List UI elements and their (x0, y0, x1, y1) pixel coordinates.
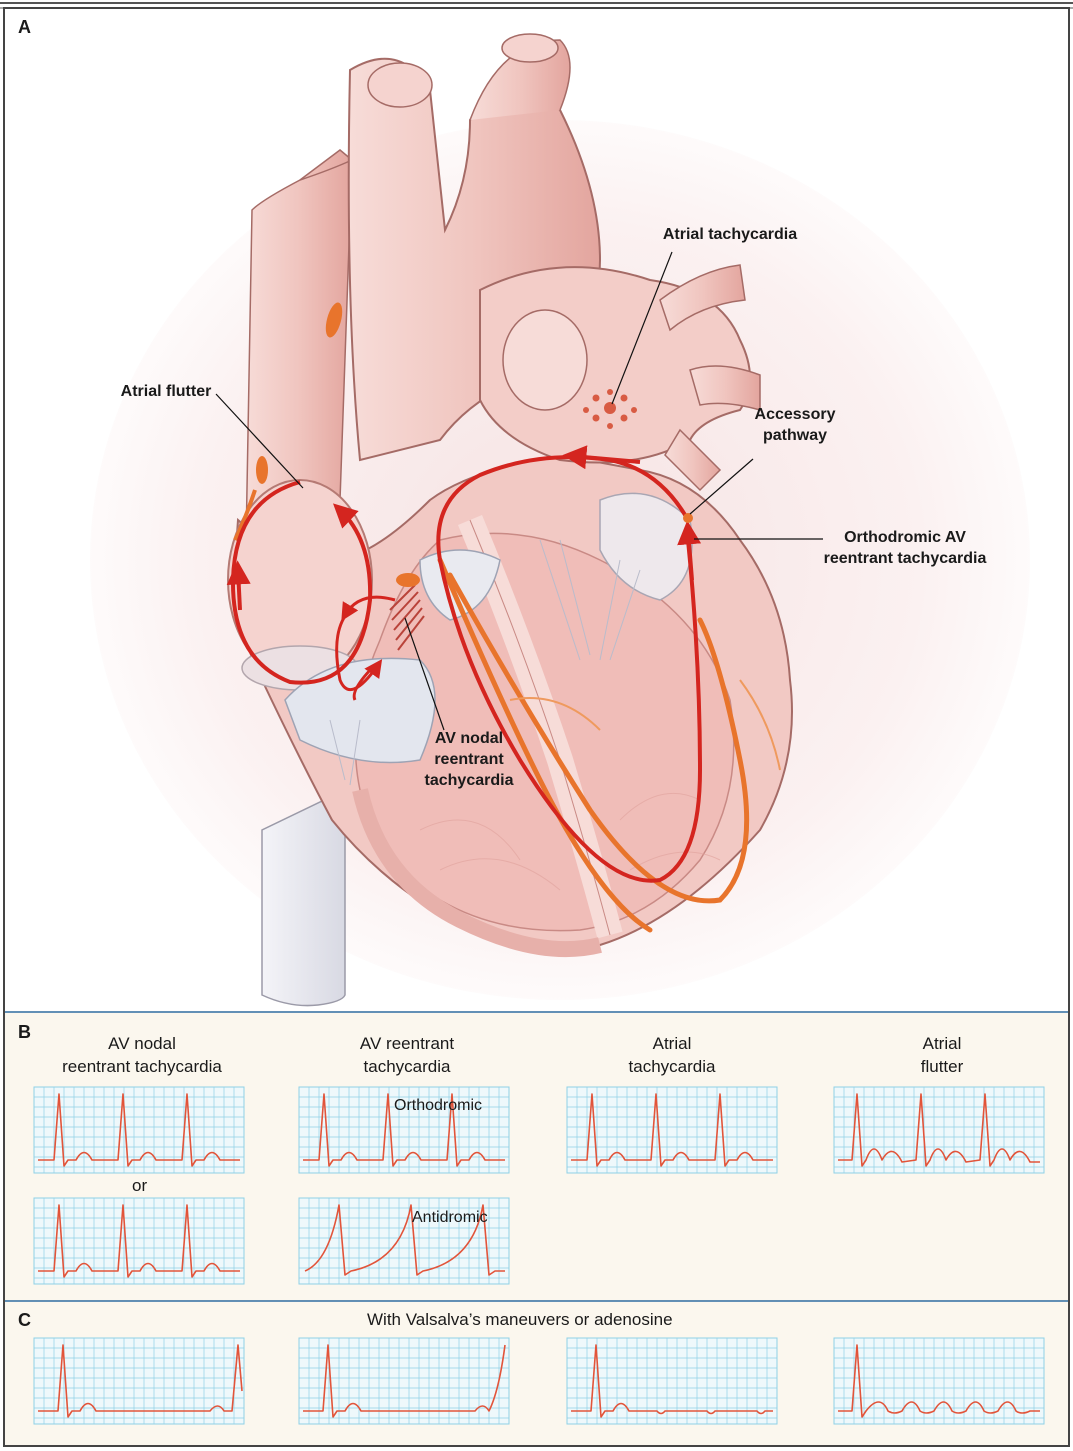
label-antidromic: Antidromic (412, 1209, 488, 1227)
panel-c-letter: C (18, 1310, 31, 1331)
col-title-avrt: AV reentrant tachycardia (287, 1032, 527, 1078)
col-title-af-line2: flutter (822, 1055, 1062, 1078)
label-accessory-line1: Accessory (740, 404, 850, 425)
label-accessory-pathway: Accessory pathway (740, 404, 850, 446)
col-title-af-line1: Atrial (822, 1032, 1062, 1055)
ecg-avnrt-2 (34, 1198, 244, 1284)
label-orthodromic-line1: Orthodromic AV (800, 527, 1010, 548)
heart-illustration (90, 34, 1030, 1006)
label-avnrt-line2: reentrant (404, 749, 534, 770)
col-title-avnrt-line2: reentrant tachycardia (22, 1055, 262, 1078)
col-title-avnrt-line1: AV nodal (22, 1032, 262, 1055)
ecg-valsalva-avnrt (34, 1338, 244, 1424)
panel-a-letter: A (18, 17, 31, 38)
ecg-valsalva-avrt (299, 1338, 509, 1424)
ecg-atrial-flutter (834, 1087, 1044, 1173)
ecg-valsalva-flutter (834, 1338, 1044, 1424)
ecg-valsalva-at (567, 1338, 777, 1424)
label-atrial-flutter: Atrial flutter (96, 381, 236, 402)
col-title-atrial-tachycardia: Atrial tachycardia (552, 1032, 792, 1078)
col-title-avrt-line1: AV reentrant (287, 1032, 527, 1055)
col-title-avnrt: AV nodal reentrant tachycardia (22, 1032, 262, 1078)
col-title-atrial-flutter: Atrial flutter (822, 1032, 1062, 1078)
label-orthodromic-avrt: Orthodromic AV reentrant tachycardia (800, 527, 1010, 569)
col-title-at-line1: Atrial (552, 1032, 792, 1055)
label-accessory-line2: pathway (740, 425, 850, 446)
label-orthodromic: Orthodromic (394, 1097, 482, 1115)
label-avnrt-line3: tachycardia (404, 770, 534, 791)
label-orthodromic-line2: reentrant tachycardia (800, 548, 1010, 569)
label-avnrt-line1: AV nodal (404, 728, 534, 749)
ecg-avnrt-1 (34, 1087, 244, 1173)
panel-c-caption: With Valsalva’s maneuvers or adenosine (367, 1310, 673, 1330)
label-atrial-tachycardia: Atrial tachycardia (640, 224, 820, 245)
col-title-avrt-line2: tachycardia (287, 1055, 527, 1078)
col-title-at-line2: tachycardia (552, 1055, 792, 1078)
ecg-atrial-tachycardia (567, 1087, 777, 1173)
label-avnrt: AV nodal reentrant tachycardia (404, 728, 534, 791)
label-or: or (132, 1176, 147, 1196)
